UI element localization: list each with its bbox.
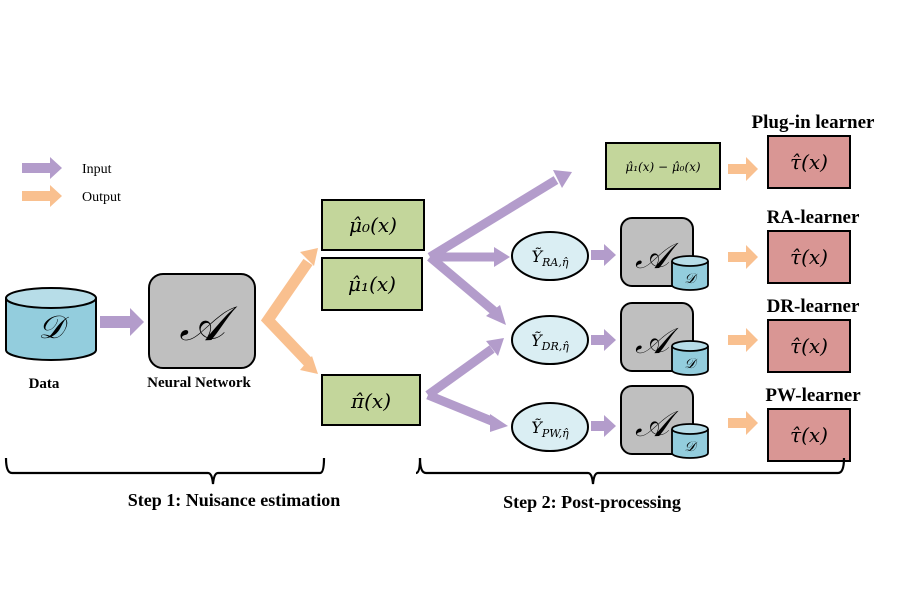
algorithm-box-ra: 𝒜𝒟	[620, 217, 709, 291]
small-data-cylinder: 𝒟	[671, 423, 709, 459]
tau-label: τ̂(x)	[790, 334, 828, 358]
svg-text:ỸRA,η̂: ỸRA,η̂	[532, 246, 569, 269]
input-arrow-icon	[22, 157, 62, 179]
pi-box: π̂(x)	[321, 374, 421, 426]
y-ra-sub: RA,η̂	[541, 256, 569, 269]
tau-box	[767, 135, 851, 189]
mu-fan-arrowheads	[486, 170, 572, 325]
learner-0: Plug-in learner τ̂(x)	[752, 112, 876, 189]
pi-label: π̂(x)	[350, 389, 391, 413]
step-braces	[4, 457, 846, 485]
tau-box	[767, 230, 851, 284]
small-data-cylinder: 𝒟	[671, 255, 709, 291]
mu0-box: μ̂₀(x)	[321, 199, 425, 251]
algorithm-box-pw: 𝒜𝒟	[620, 385, 709, 459]
neural-network-box: 𝒜	[148, 273, 256, 369]
legend-input-label: Input	[82, 162, 112, 177]
learner-2: DR-learner τ̂(x)	[767, 296, 860, 373]
y-dr-ellipse: ỸDR,η̂	[511, 315, 589, 365]
learner-title: DR-learner	[767, 296, 860, 317]
output-arrows-to-learners	[728, 157, 758, 435]
y-ra-ellipse: ỸRA,η̂	[511, 231, 589, 281]
legend: Input Output	[22, 157, 121, 207]
legend-output-label: Output	[82, 190, 121, 205]
mu1-label: μ̂₁(x)	[348, 272, 396, 296]
tau-label: τ̂(x)	[790, 423, 828, 447]
y-pw-base: Ỹ	[531, 417, 543, 437]
learner-title: Plug-in learner	[752, 112, 876, 133]
step2-label: Step 2: Post-processing	[503, 492, 681, 512]
algorithm-box-dr: 𝒜𝒟	[620, 302, 709, 376]
learner-title: PW-learner	[765, 385, 861, 406]
small-data-cylinder: 𝒟	[671, 340, 709, 376]
svg-text:ỸPW,η̂: ỸPW,η̂	[531, 417, 569, 440]
tau-label: τ̂(x)	[790, 150, 828, 174]
data-symbol: 𝒟	[684, 439, 698, 455]
tau-box	[767, 319, 851, 373]
data-symbol: 𝒟	[684, 356, 698, 372]
svg-text:ỸDR,η̂: ỸDR,η̂	[531, 330, 569, 353]
learner-3: PW-learner τ̂(x)	[765, 385, 861, 462]
mu-fan-arrows	[427, 176, 559, 315]
learner-title: RA-learner	[767, 207, 860, 228]
mu1-box: μ̂₁(x)	[321, 257, 423, 311]
pi-fan-arrows	[425, 345, 496, 427]
plugin-expression-label: μ̂₁(x) − μ̂₀(x)	[625, 160, 700, 174]
nn-output-arrows	[260, 248, 318, 374]
y-dr-base: Ỹ	[531, 330, 543, 350]
tau-box	[767, 408, 851, 462]
tau-label: τ̂(x)	[790, 245, 828, 269]
step1-label: Step 1: Nuisance estimation	[128, 490, 341, 510]
data-symbol: 𝒟	[684, 271, 698, 287]
y-pw-sub: PW,η̂	[541, 427, 569, 440]
pi-fan-arrowheads	[486, 338, 508, 432]
y-ra-base: Ỹ	[532, 246, 544, 266]
output-arrow-icon	[22, 185, 62, 207]
neural-network-label: Neural Network	[147, 375, 251, 391]
mu0-label: μ̂₀(x)	[349, 213, 397, 237]
data-label: Data	[29, 376, 60, 392]
y-pw-ellipse: ỸPW,η̂	[511, 402, 589, 452]
ellipse-to-algo-arrows	[591, 244, 616, 437]
data-cylinder: 𝒟	[5, 287, 97, 361]
y-dr-sub: DR,η̂	[541, 340, 570, 353]
learner-1: RA-learner τ̂(x)	[767, 207, 860, 284]
data-to-nn-arrow	[100, 308, 144, 336]
plugin-expression-box: μ̂₁(x) − μ̂₀(x)	[605, 142, 721, 190]
